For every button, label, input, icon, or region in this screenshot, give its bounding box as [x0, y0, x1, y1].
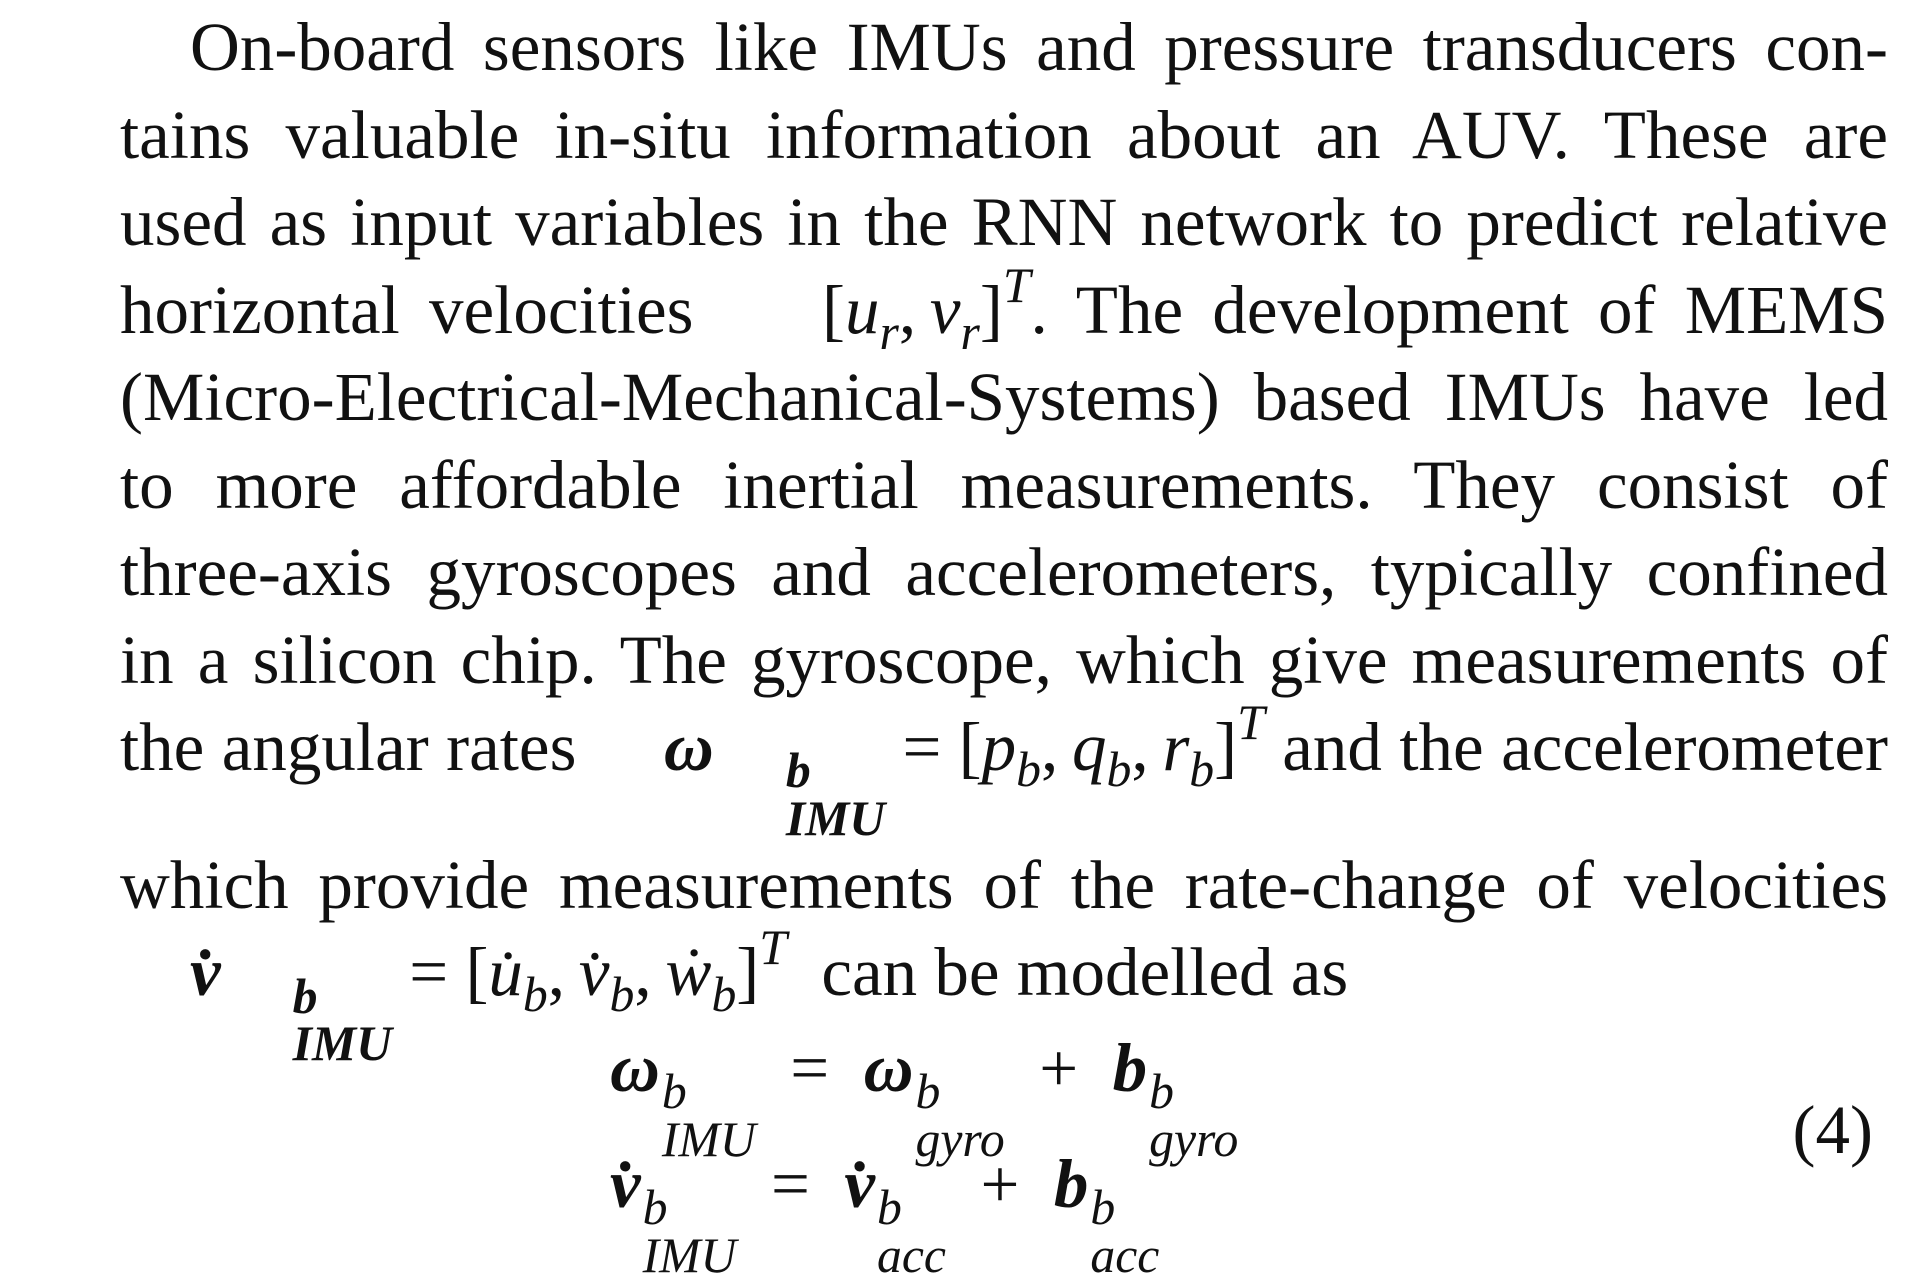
- text-line-6: to more affordable inertial measurements…: [120, 446, 1888, 523]
- equation-number: (4): [1792, 1092, 1873, 1168]
- math-velocity-vector: [ur, vr]T: [822, 257, 1031, 360]
- text-line-8: in a silicon chip. The gyroscope, which …: [120, 621, 1888, 698]
- text-line-4: horizontal velocities [ur, vr]T. The dev…: [120, 257, 1889, 360]
- body-paragraph: On-board sensors like IMUs and pressure …: [50, 4, 1889, 1071]
- paper-page: On-board sensors like IMUs and pressure …: [50, 4, 1889, 1280]
- text-line-1: On-board sensors like IMUs and pressure …: [190, 9, 1888, 85]
- text-line-10: which provide measurements of the rate-c…: [120, 846, 1888, 923]
- text-line-7: three-axis gyroscopes and accelerometers…: [120, 534, 1888, 610]
- text-line-3: used as input variables in the RNN netwo…: [120, 184, 1888, 260]
- text-line-5: (Micro-Electrical-Mechanical-Systems) ba…: [120, 359, 1888, 435]
- text-line-2: tains valuable in-situ information about…: [120, 96, 1888, 173]
